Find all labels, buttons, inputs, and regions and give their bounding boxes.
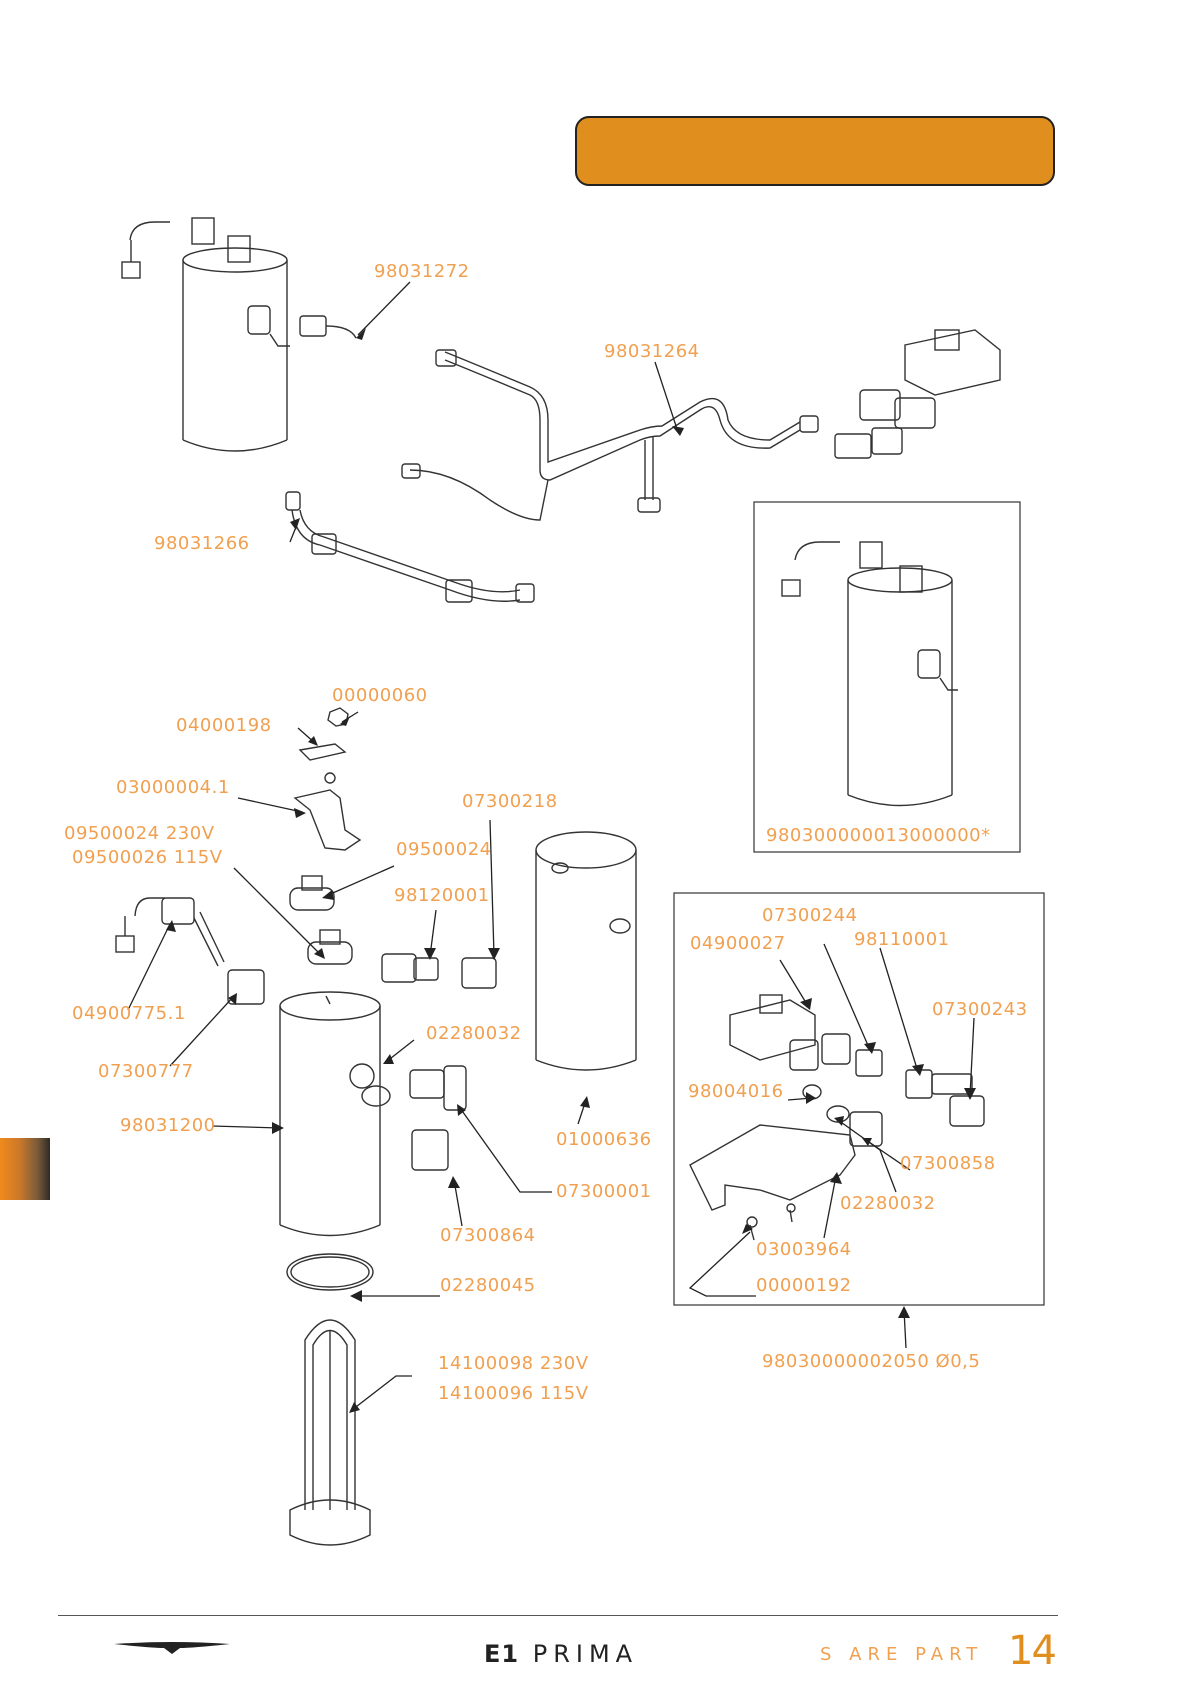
part-label-14100098-230v: 14100098 230V <box>438 1353 589 1374</box>
part-label-00000192: 00000192 <box>756 1275 852 1296</box>
part-label-14100096-115v: 14100096 115V <box>438 1383 589 1404</box>
boiler-kit-box <box>753 501 1021 853</box>
flowmeter-valve-top-icon <box>834 329 1001 459</box>
brand-name-e1: E1 <box>484 1640 520 1668</box>
part-label-02280032-kit: 02280032 <box>840 1193 936 1214</box>
part-label-98031264: 98031264 <box>604 341 700 362</box>
part-label-980300000013000000: 980300000013000000* <box>766 825 991 846</box>
part-label-07300243: 07300243 <box>932 999 1028 1020</box>
part-label-03003964: 03003964 <box>756 1239 852 1260</box>
part-label-07300244: 07300244 <box>762 905 858 926</box>
section-side-tab <box>0 1138 50 1200</box>
part-label-09500024-230v: 09500024 230V <box>64 823 215 844</box>
boiler-assembly-kit-icon <box>781 541 958 807</box>
part-label-07300001: 07300001 <box>556 1181 652 1202</box>
brand-wing-logo <box>114 1642 230 1654</box>
footer-divider <box>58 1615 1058 1616</box>
part-label-02280032: 02280032 <box>426 1023 522 1044</box>
part-label-04900027: 04900027 <box>690 933 786 954</box>
part-label-07300777: 07300777 <box>98 1061 194 1082</box>
header-banner <box>575 116 1055 186</box>
part-label-03000004-1: 03000004.1 <box>116 777 230 798</box>
brand-name-rest: PRIMA <box>532 1640 639 1668</box>
flowmeter-kit-box <box>673 892 1045 1306</box>
steam-pipe-icon <box>401 349 819 521</box>
part-label-09500026-115v: 09500026 115V <box>72 847 223 868</box>
part-label-07300858: 07300858 <box>900 1153 996 1174</box>
section-title: S ARE PART <box>820 1644 984 1665</box>
part-label-01000636: 01000636 <box>556 1129 652 1150</box>
part-label-04000198: 04000198 <box>176 715 272 736</box>
part-label-98031272: 98031272 <box>374 261 470 282</box>
page-number: 14 <box>1008 1628 1057 1674</box>
part-label-98110001: 98110001 <box>854 929 950 950</box>
boiler-exploded-icon <box>115 707 637 1546</box>
part-label-07300218: 07300218 <box>462 791 558 812</box>
boiler-assembly-top-icon <box>121 217 357 452</box>
part-label-98031266: 98031266 <box>154 533 250 554</box>
part-label-98004016: 98004016 <box>688 1081 784 1102</box>
part-label-98030000002050: 98030000002050 Ø0,5 <box>762 1351 981 1372</box>
part-label-02280045: 02280045 <box>440 1275 536 1296</box>
water-pipe-icon <box>285 491 535 603</box>
part-label-04900775-1: 04900775.1 <box>72 1003 186 1024</box>
part-label-98120001: 98120001 <box>394 885 490 906</box>
part-label-07300864: 07300864 <box>440 1225 536 1246</box>
brand-name: E1 PRIMA <box>484 1640 638 1668</box>
part-label-09500024: 09500024 <box>396 839 492 860</box>
part-label-98031200: 98031200 <box>120 1115 216 1136</box>
leader-arrowheads <box>166 328 976 1413</box>
part-label-00000060: 00000060 <box>332 685 428 706</box>
